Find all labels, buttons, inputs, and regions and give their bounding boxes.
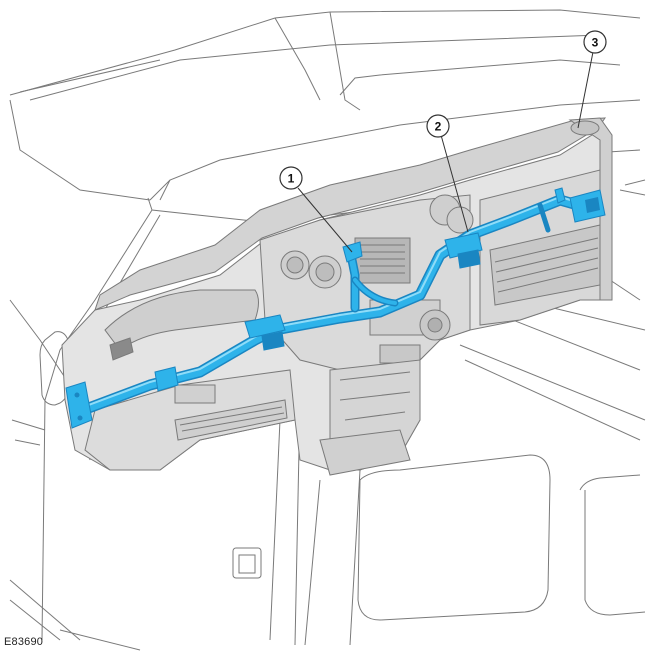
callout-1: 1 — [279, 166, 303, 190]
dashboard-panel — [61, 117, 613, 476]
leader-3 — [577, 51, 594, 129]
callout-2-label: 2 — [435, 120, 442, 134]
cross-car-beam — [65, 187, 606, 429]
vehicle-body-outline — [9, 9, 646, 651]
leader-1 — [297, 187, 353, 253]
callout-3: 3 — [583, 30, 607, 54]
callout-leaders — [297, 51, 594, 253]
callout-1-label: 1 — [288, 172, 295, 186]
figure-reference-code: E83690 — [4, 636, 44, 648]
callout-3-label: 3 — [592, 36, 599, 50]
leader-2 — [440, 134, 469, 233]
callout-2: 2 — [426, 114, 450, 138]
